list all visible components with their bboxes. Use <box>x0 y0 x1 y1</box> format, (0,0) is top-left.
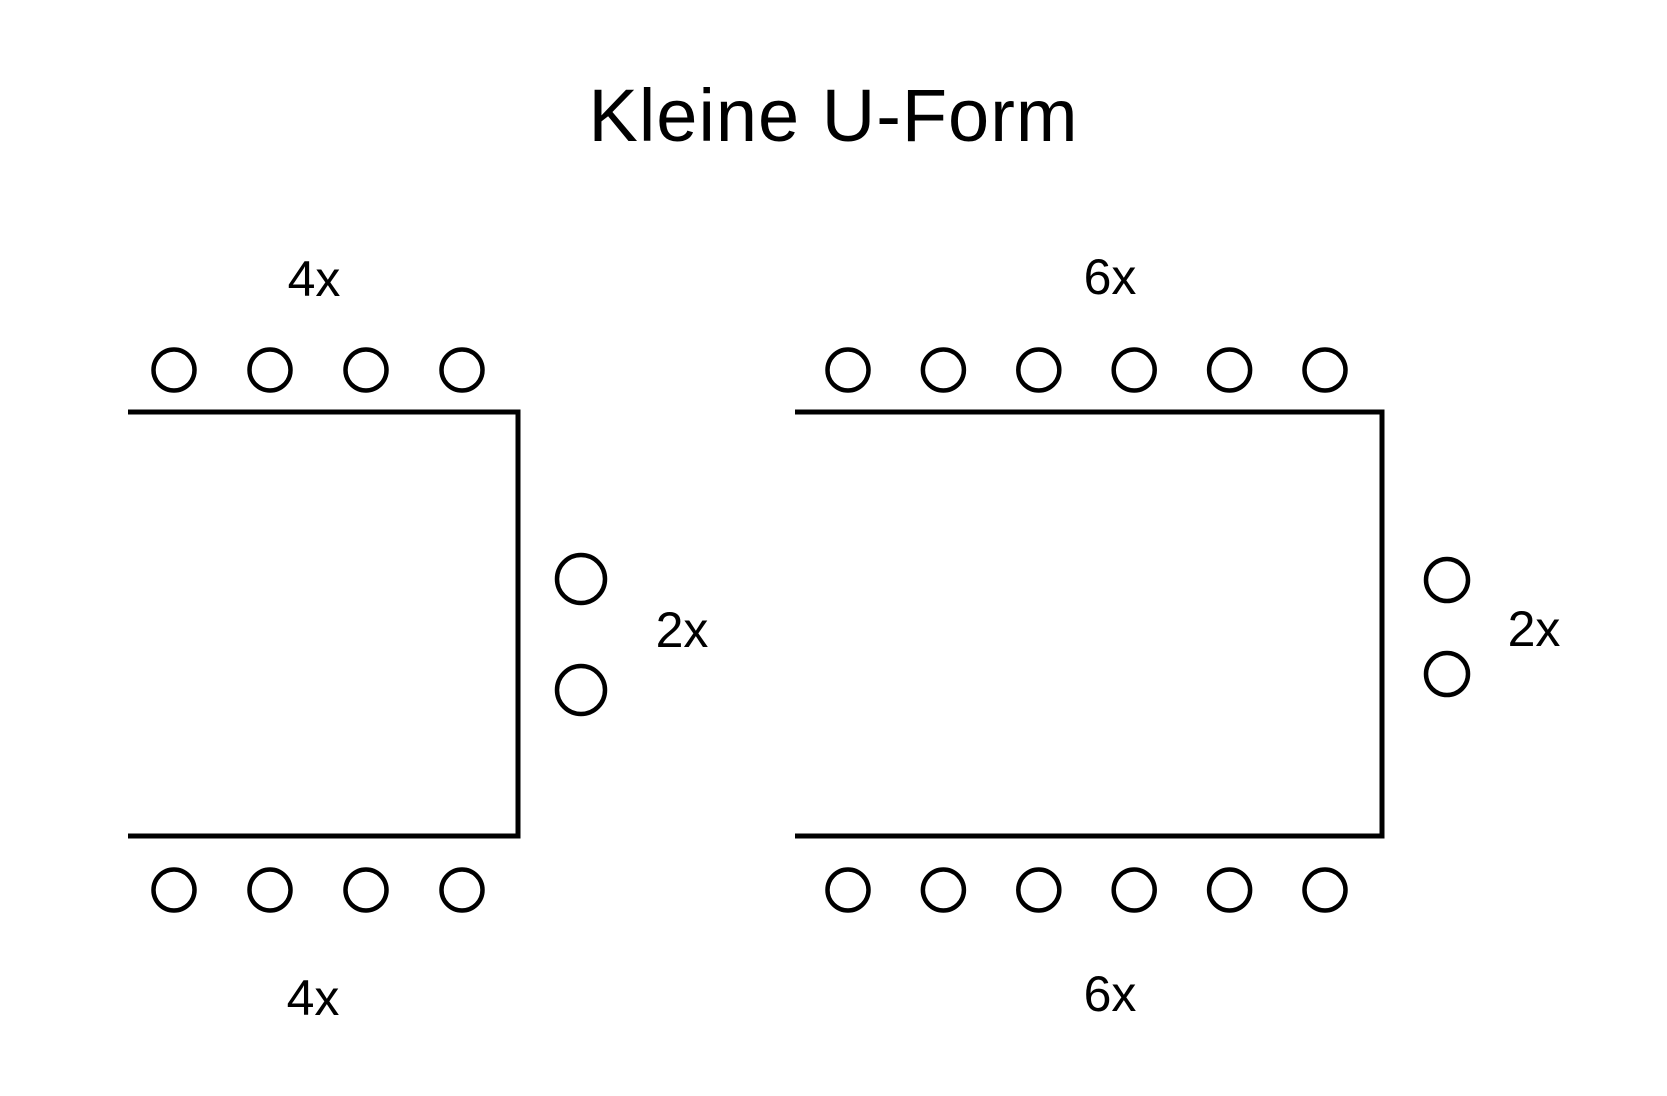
chair-icon <box>343 347 389 393</box>
chair-icon <box>439 347 485 393</box>
chair-icon <box>1016 347 1062 393</box>
chair-icon <box>920 867 967 913</box>
chair-icon <box>554 552 608 606</box>
chair-icon <box>247 347 293 393</box>
chair-icon <box>554 663 608 717</box>
chair-icon <box>1016 867 1062 913</box>
chair-icon <box>1302 347 1348 393</box>
chair-icon <box>1302 867 1348 913</box>
table-right: 6x 6x 2x <box>795 249 1560 1022</box>
chair-icon <box>1206 347 1253 393</box>
top-seat-count-label: 4x <box>288 251 341 307</box>
chair-icon <box>1423 556 1471 604</box>
page-title: Kleine U-Form <box>588 74 1079 157</box>
table-outline <box>795 409 1385 839</box>
chair-icon <box>247 867 293 913</box>
top-seat-count-label: 6x <box>1084 249 1137 305</box>
chair-icon <box>151 867 197 913</box>
chair-icon <box>1111 867 1157 913</box>
chair-icon <box>825 867 871 913</box>
chair-icon <box>1423 650 1471 698</box>
chair-icon <box>1111 347 1157 393</box>
chair-icon <box>825 347 871 393</box>
chair-icon <box>1206 867 1253 913</box>
chair-icon <box>151 347 197 393</box>
table-outline <box>128 409 521 839</box>
table-left: 4x 4x 2x <box>128 251 708 1026</box>
chair-icon <box>343 867 389 913</box>
bottom-seat-count-label: 6x <box>1084 966 1137 1022</box>
right-seat-count-label: 2x <box>656 602 709 658</box>
chair-icon <box>920 347 967 393</box>
right-seat-count-label: 2x <box>1508 601 1561 657</box>
bottom-seat-count-label: 4x <box>287 970 340 1026</box>
chair-icon <box>439 867 485 913</box>
